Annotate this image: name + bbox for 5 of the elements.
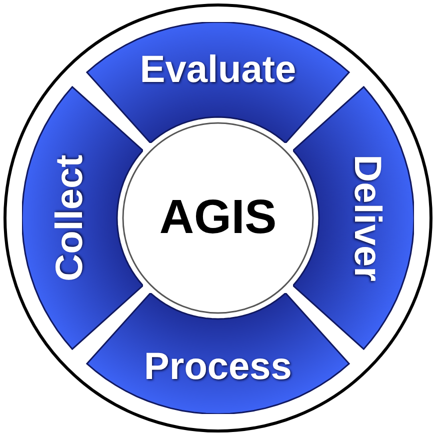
center-label: AGIS — [159, 194, 277, 242]
segment-label: Process — [144, 348, 292, 386]
segment-label: Deliver — [348, 154, 386, 282]
segment-label: Evaluate — [140, 50, 296, 88]
segment-label: Collect — [50, 154, 88, 282]
